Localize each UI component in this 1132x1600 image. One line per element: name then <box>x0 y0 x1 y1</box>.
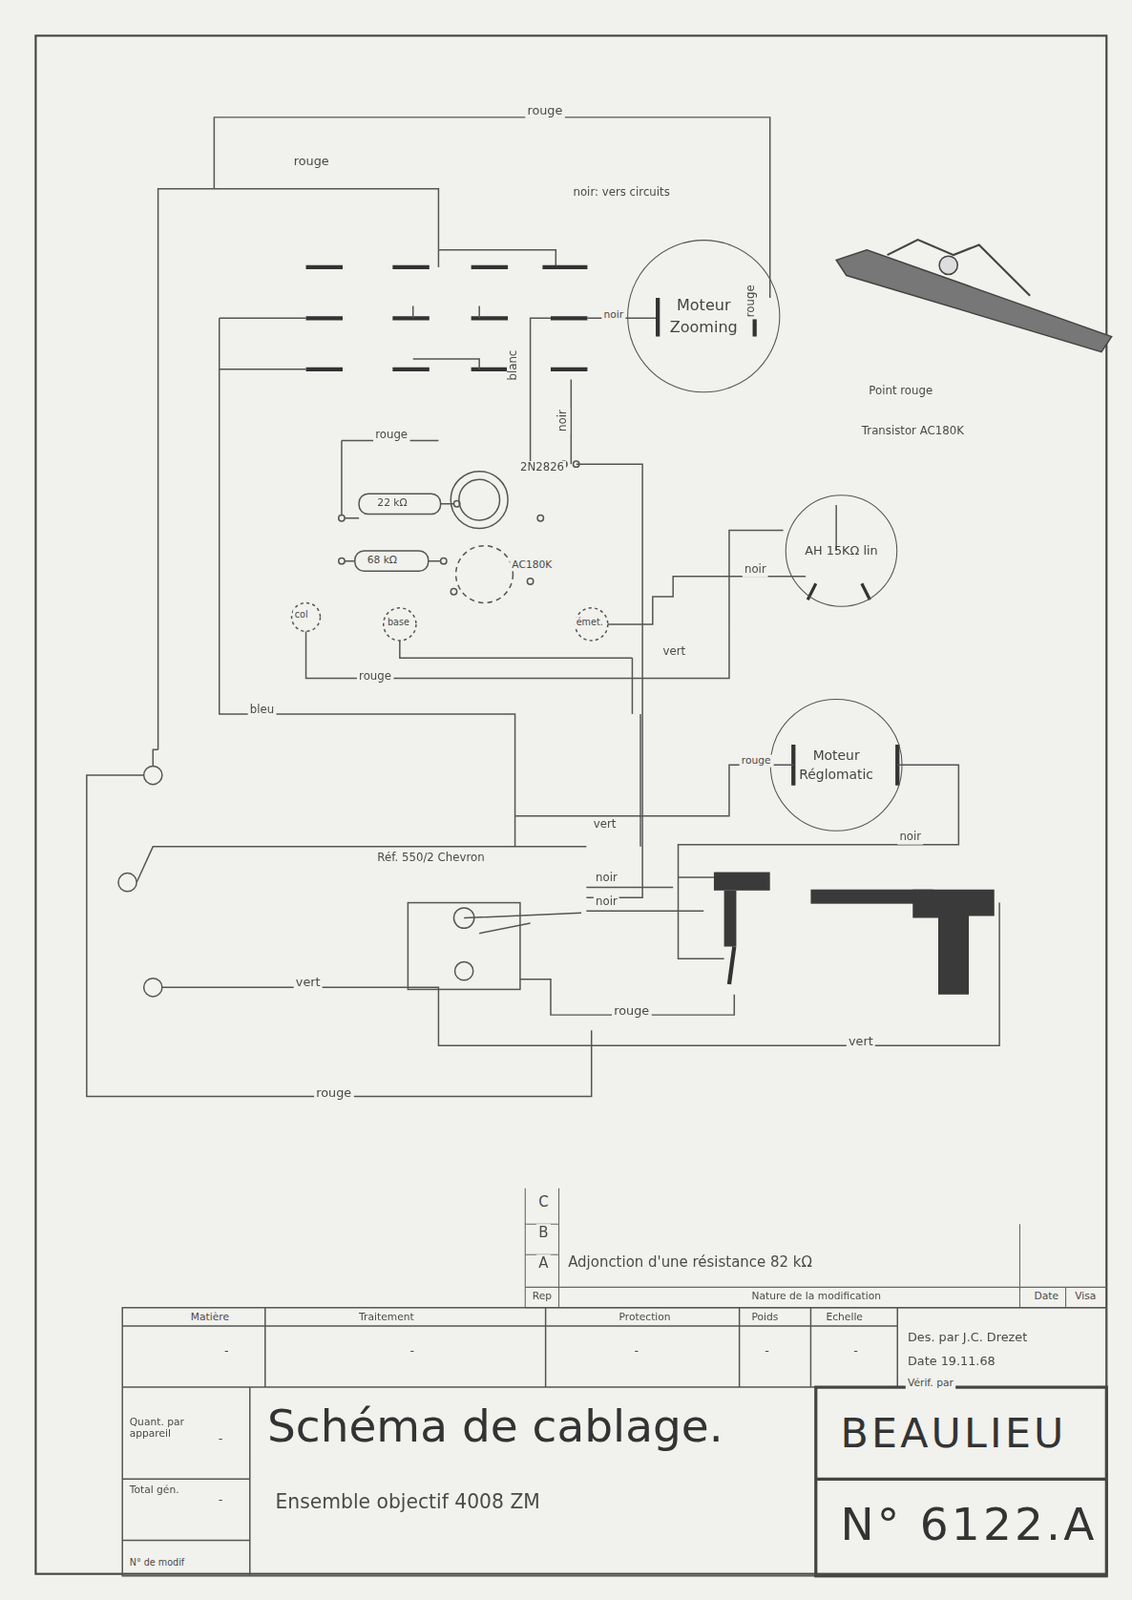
table-cell-text: B <box>536 1223 551 1240</box>
table-cell-text: Traitement <box>356 1310 417 1322</box>
node-text: Moteur Zooming <box>667 293 741 339</box>
table-cell-text: Rep <box>530 1290 555 1302</box>
table-cell-text: - <box>762 1343 772 1359</box>
wire-label: noir <box>742 564 769 578</box>
drawing-title: Schéma de cablage. <box>267 1399 724 1451</box>
node-text: AH 15KΩ lin <box>804 541 878 560</box>
wire-label: noir <box>897 831 923 845</box>
table-cell-text: Total gén. <box>127 1484 193 1496</box>
table-cell-text: - <box>216 1431 226 1447</box>
wire-label: blanc <box>506 348 521 383</box>
table-cell-text: Des. par J.C. Drezet <box>905 1330 1030 1345</box>
table-cell-text: Vérif. par <box>905 1376 956 1388</box>
wire-label: rouge <box>524 104 565 119</box>
table-cell-text: Matière <box>188 1310 232 1322</box>
circle-node: Moteur Réglomatic <box>770 698 903 832</box>
wire-label: noir <box>601 309 626 321</box>
table-cell-text: - <box>631 1343 641 1359</box>
node-text: Moteur Réglomatic <box>793 745 880 786</box>
wire-label: vert <box>846 1034 876 1049</box>
table-cell-text: Protection <box>616 1310 672 1322</box>
wire-label: vert <box>591 817 619 832</box>
table-cell-text: Nature de la modification <box>749 1290 883 1302</box>
wire-label: base <box>385 616 412 628</box>
circle-node: AH 15KΩ lin <box>785 494 899 608</box>
table-cell-text: N° 6122.A <box>838 1499 1099 1552</box>
wire-label: 22 kΩ <box>375 496 410 508</box>
table-cell-text: - <box>407 1343 417 1359</box>
wire-label: noir <box>593 872 620 886</box>
table-cell-text: BEAULIEU <box>838 1409 1069 1457</box>
wire-label: noir <box>556 407 570 434</box>
wire-label: col <box>293 609 311 621</box>
table-cell-text: Poids <box>749 1310 780 1322</box>
wire-label: noir: vers circuits <box>570 187 672 201</box>
table-cell-text: Ensemble objectif 4008 ZM <box>272 1490 543 1513</box>
table-cell-text: Visa <box>1072 1290 1098 1302</box>
wire-label: AC180K <box>509 559 554 571</box>
table-cell-text: N° de modif <box>127 1557 188 1569</box>
wire-label: noir <box>593 895 620 909</box>
wire-label: Réf. 550/2 Chevron <box>375 851 487 865</box>
wire-label: vert <box>660 645 688 659</box>
table-cell-text: - <box>216 1492 226 1508</box>
table-cell-text: - <box>851 1343 860 1359</box>
table-cell-text: Date 19.11.68 <box>905 1354 998 1369</box>
wire-label: rouge <box>739 754 774 767</box>
table-cell-text: Date <box>1031 1290 1061 1302</box>
table-cell-text: C <box>536 1193 551 1210</box>
wire-label: rouge <box>611 1004 651 1019</box>
wire-label: bleu <box>248 703 277 717</box>
wire-label: vert <box>293 976 323 991</box>
wire-label: rouge <box>373 429 410 443</box>
table-cell-text: A <box>536 1254 551 1271</box>
wire-label: 2N2826 <box>518 461 566 475</box>
wire-label: rouge <box>356 670 394 684</box>
table-cell-text: - <box>222 1343 231 1359</box>
wire-label: 68 kΩ <box>365 553 400 566</box>
wire-label: rouge <box>744 282 758 319</box>
wire-label: émet. <box>574 616 606 628</box>
wire-label: Transistor AC180K <box>859 425 966 440</box>
wire-label: Point rouge <box>866 385 935 399</box>
wire-label: rouge <box>314 1086 354 1101</box>
table-cell-text: Quant. par appareil <box>127 1415 193 1440</box>
table-cell-text: Adjonction d'une résistance 82 kΩ <box>566 1253 815 1270</box>
table-cell-text: Echelle <box>823 1310 865 1322</box>
wire-label: rouge <box>292 154 332 169</box>
